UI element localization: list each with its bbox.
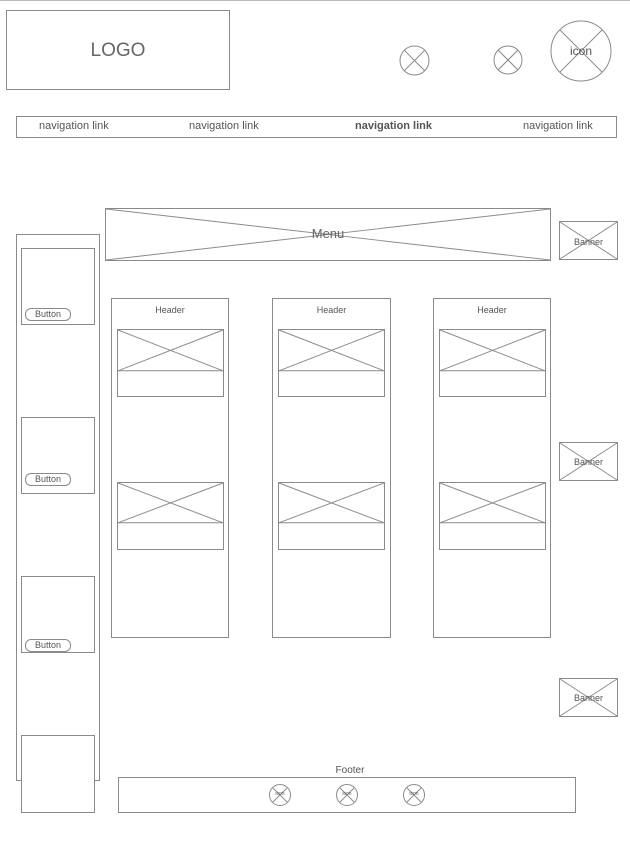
card-button[interactable]: Button bbox=[25, 308, 71, 321]
sidebar-card[interactable]: Button bbox=[21, 417, 95, 494]
card-button[interactable]: Button bbox=[25, 473, 71, 486]
social-icon[interactable]: icon bbox=[336, 784, 358, 806]
logo-label: LOGO bbox=[90, 40, 146, 61]
nav-link[interactable]: navigation link bbox=[189, 120, 259, 132]
social-icon-label: icon bbox=[342, 791, 352, 797]
footer-label: Footer bbox=[335, 765, 365, 776]
menu[interactable]: Menu bbox=[105, 208, 551, 261]
image-placeholder[interactable] bbox=[439, 482, 546, 550]
close-icon[interactable] bbox=[493, 45, 523, 75]
close-icon[interactable] bbox=[399, 45, 430, 76]
image-placeholder[interactable] bbox=[117, 329, 224, 397]
user-icon[interactable]: icon bbox=[550, 20, 612, 82]
column-header: Header bbox=[477, 305, 507, 315]
sidebar-card[interactable]: Button bbox=[21, 576, 95, 653]
sidebar-card[interactable]: Button bbox=[21, 248, 95, 325]
banner-label: Banner bbox=[573, 237, 604, 247]
social-icon[interactable]: icon bbox=[403, 784, 425, 806]
social-icon-label: icon bbox=[275, 791, 285, 797]
banner-label: Banner bbox=[573, 457, 604, 467]
footer: icon icon icon bbox=[118, 777, 576, 813]
image-placeholder[interactable] bbox=[439, 329, 546, 397]
nav-link[interactable]: navigation link bbox=[39, 120, 109, 132]
banner[interactable]: Banner bbox=[559, 678, 618, 717]
nav-bar: navigation link navigation link navigati… bbox=[16, 116, 617, 138]
icon-label: icon bbox=[569, 44, 592, 58]
top-border bbox=[0, 0, 630, 1]
social-icon[interactable]: icon bbox=[269, 784, 291, 806]
banner-label: Banner bbox=[573, 693, 604, 703]
banner[interactable]: Banner bbox=[559, 221, 618, 260]
social-icon-label: icon bbox=[409, 791, 419, 797]
image-placeholder[interactable] bbox=[278, 329, 385, 397]
sidebar-card[interactable] bbox=[21, 735, 95, 813]
logo[interactable]: LOGO bbox=[6, 10, 230, 90]
column-header: Header bbox=[155, 305, 185, 315]
nav-link[interactable]: navigation link bbox=[523, 120, 593, 132]
menu-label: Menu bbox=[311, 226, 345, 241]
image-placeholder[interactable] bbox=[117, 482, 224, 550]
image-placeholder[interactable] bbox=[278, 482, 385, 550]
banner[interactable]: Banner bbox=[559, 442, 618, 481]
card-button[interactable]: Button bbox=[25, 639, 71, 652]
nav-link-active[interactable]: navigation link bbox=[355, 120, 433, 132]
column-header: Header bbox=[316, 305, 347, 315]
